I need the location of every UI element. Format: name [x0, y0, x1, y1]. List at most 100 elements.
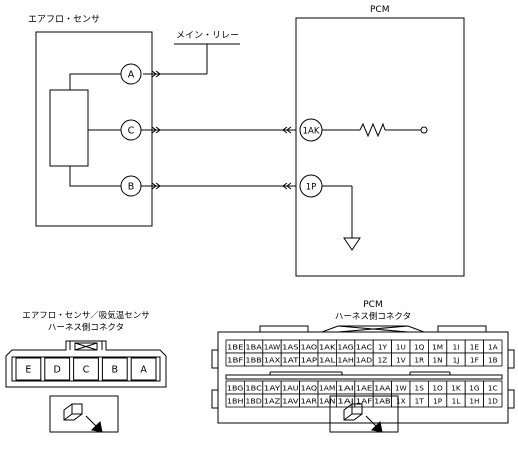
pcm-connector-pin-label: 1P — [433, 397, 443, 406]
pcm-connector-pin-label: 1BE — [227, 343, 244, 352]
pcm-connector-pin-label: 1O — [432, 384, 443, 393]
pcm-connector-pin-label: 1J — [453, 356, 460, 365]
pcm-connector-pin-label: 1AE — [356, 384, 373, 393]
pcm-connector-pin-label: 1AX — [264, 356, 280, 365]
pcm-connector-pin-label: 1R — [414, 356, 424, 365]
sensor-pin-label: B — [128, 182, 135, 193]
pcm-connector-pin-label: 1AL — [319, 356, 337, 365]
pcm-connector-cell — [483, 352, 503, 367]
pcm-connector-pin-label: 1AQ — [301, 384, 318, 393]
pcm-connector-pin-label: 1AJ — [337, 397, 353, 406]
pcm-connector-pin-label: 1T — [415, 397, 425, 406]
pcm-connector-pin-label: 1BC — [245, 384, 261, 393]
pcm-connector-pin-label: 1Y — [378, 343, 388, 352]
sensor-pin-label: C — [128, 126, 135, 137]
left-connector-pin — [130, 357, 157, 381]
left-connector-pin-label: D — [54, 365, 61, 376]
plug-icon — [343, 403, 383, 433]
pcm-connector-pin-label: 1AN — [319, 397, 335, 406]
pcm-connector-pin-label: 1N — [433, 356, 443, 365]
pcm-connector-pin-label: 1Z — [378, 356, 388, 365]
left-connector-subtitle: ハーネス側コネクタ — [48, 322, 124, 333]
pcm-connector-pin-label: 1AA — [374, 384, 390, 393]
pcm-connector-pin-label: 1I — [453, 343, 460, 352]
left-connector-pin — [101, 357, 128, 381]
pcm-connector-pin-label: 1AM — [319, 384, 335, 393]
pcm-connector-pin-label: 1B — [488, 356, 498, 365]
pcm-connector-pin-label: 1Q — [414, 343, 425, 352]
pcm-connector-pin-label: 1V — [396, 356, 406, 365]
left-connector-title: エアフロ・センサ／吸気温センサ — [22, 310, 150, 321]
sensor-title: エアフロ・センサ — [28, 14, 100, 25]
sensor-pin-c: C — [120, 119, 142, 141]
right-connector — [211, 325, 515, 424]
pcm-title: PCM — [370, 5, 389, 15]
left-connector-pin — [15, 357, 42, 381]
pcm-pin-1ak: 1AK — [299, 118, 323, 142]
pcm-connector-pin-label: 1X — [396, 397, 406, 406]
pcm-connector-pin-label: 1BH — [227, 397, 243, 406]
pcm-connector-pin-label: 1K — [451, 384, 461, 393]
pcm-connector-pin-label: 1BD — [245, 397, 262, 406]
pcm-connector-pin-label: 1AD — [356, 356, 373, 365]
right-connector-subtitle: ハーネス側コネクタ — [335, 311, 411, 322]
pcm-pin-label: 1AK — [303, 127, 320, 137]
pcm-connector-pin-label: 1AS — [282, 343, 299, 352]
pcm-connector-pin-label: 1BG — [227, 384, 244, 393]
left-connector-pin — [44, 357, 71, 381]
left-connector-pin — [73, 357, 99, 381]
left-connector-pin-label: A — [140, 365, 147, 376]
relay-label: メイン・リレー — [176, 31, 239, 41]
left-connector-pin-label: C — [83, 365, 90, 376]
plug-icon — [63, 403, 103, 433]
sensor-box — [35, 31, 153, 227]
pcm-connector-pin-label: 1AH — [337, 356, 353, 365]
right-connector-title: PCM — [363, 300, 382, 310]
pcm-connector-pin-label: 1AO — [301, 343, 318, 352]
pcm-connector-pin-label: 1E — [470, 343, 480, 352]
pcm-pin-label: 1P — [306, 183, 317, 193]
pcm-connector-pin-label: 1AV — [282, 397, 298, 406]
pcm-connector-pin-label: 1AY — [264, 384, 281, 393]
pcm-connector-pin-label: 1U — [396, 343, 406, 352]
ground-symbol — [343, 237, 361, 251]
left-connector-pin-label: E — [25, 365, 31, 376]
sensor-pin-label: A — [128, 70, 135, 81]
pcm-connector-pin-label: 1D — [488, 397, 499, 406]
pcm-connector-pin-label: 1AK — [319, 343, 336, 352]
left-connector-view-icon — [49, 395, 119, 433]
pcm-connector-pin-label: 1W — [395, 384, 407, 393]
pcm-connector-pin-label: 1C — [488, 384, 498, 393]
pcm-connector-pin-label: 1AW — [264, 343, 280, 352]
pcm-connector-pin-label: 1AU — [282, 384, 298, 393]
pcm-connector-pin-label: 1AT — [282, 356, 299, 365]
right-connector-view-icon — [329, 395, 399, 433]
sensor-pin-b: B — [120, 175, 142, 197]
pcm-connector-pin-label: 1M — [432, 343, 443, 352]
pcm-connector-pin-label: 1F — [470, 356, 479, 365]
left-connector-pin-label: B — [112, 365, 119, 376]
pcm-pin-1p: 1P — [299, 174, 323, 198]
pcm-connector-pin-label: 1S — [415, 384, 425, 393]
sensor-element — [49, 89, 89, 167]
pcm-connector-pin-label: 1AP — [301, 356, 318, 365]
pcm-connector-pin-label: 1L — [452, 397, 462, 406]
pcm-connector-cell — [483, 393, 503, 408]
pcm-connector-pin-label: 1BF — [227, 356, 243, 365]
pcm-connector-pin-label: 1A — [488, 343, 498, 352]
pcm-connector-pin-label: 1AF — [356, 397, 372, 406]
resistor-symbol — [359, 122, 386, 138]
pcm-box — [295, 17, 465, 277]
pcm-connector-pin-label: 1AZ — [264, 397, 280, 406]
pcm-connector-pin-label: 1AB — [374, 397, 390, 406]
pcm-connector-pin-label: 1AC — [356, 343, 372, 352]
pcm-connector-pin-label: 1BA — [245, 343, 261, 352]
pcm-connector-pin-label: 1AR — [301, 397, 317, 406]
pcm-connector-pin-label: 1AG — [337, 343, 354, 352]
pcm-connector-pin-label: 1H — [469, 397, 479, 406]
pcm-connector-pin-label: 1AI — [337, 384, 353, 393]
sensor-pin-a: A — [120, 63, 142, 85]
pcm-connector-pin-label: 1G — [469, 384, 480, 393]
pcm-connector-pin-label: 1BB — [245, 356, 261, 365]
